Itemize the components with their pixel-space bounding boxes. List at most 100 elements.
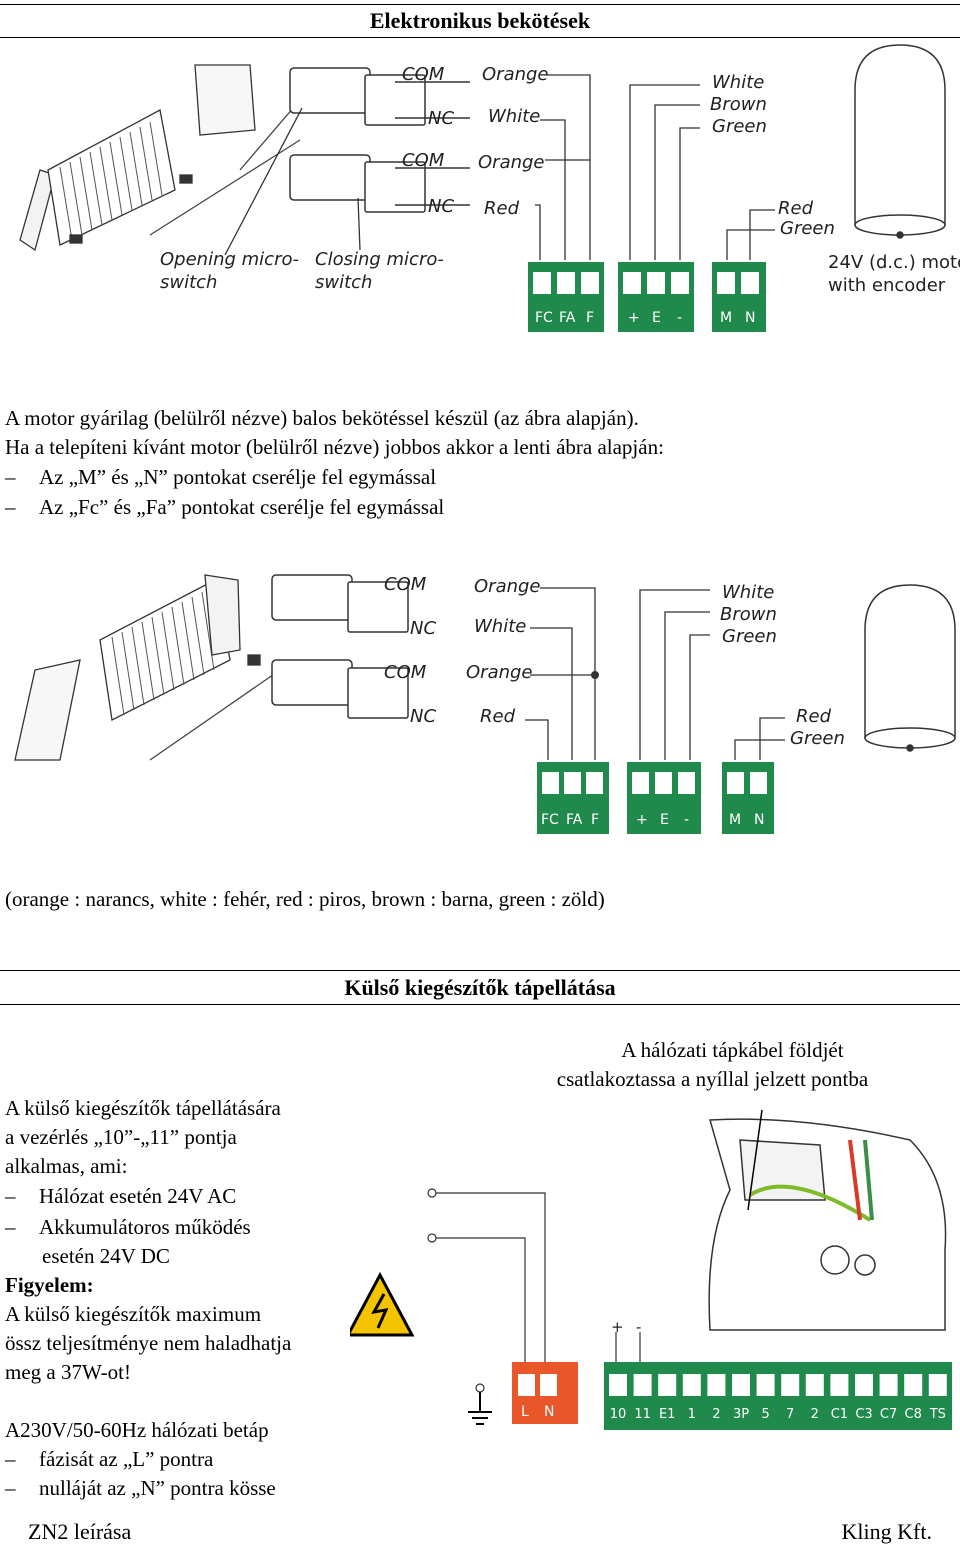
warning-title: Figyelem: [5, 1273, 94, 1297]
terminal-block-encoder [618, 262, 694, 332]
footer-left: ZN2 leírása [28, 1519, 132, 1544]
terminal-minus-2: - [684, 812, 689, 828]
terminal-slot [609, 1374, 627, 1396]
terminal-fc: FC [535, 310, 553, 326]
power-section-title: Külső kiegészítők tápellátása [344, 975, 616, 1000]
terminal-label: C3 [855, 1407, 872, 1422]
terminal-e-2: E [660, 812, 669, 828]
terminal-l: L [521, 1404, 529, 1420]
terminal-slot [707, 1374, 726, 1396]
terminal-label: TS [929, 1407, 946, 1422]
terminal-slot [658, 1374, 677, 1396]
nc-label-3: NC [410, 618, 436, 639]
terminal-block-fc-2 [537, 762, 609, 834]
terminal-slot [781, 1374, 800, 1396]
gate-illustration-mirrored [14, 574, 281, 761]
red-motor-wire: Red [778, 198, 814, 219]
terminal-block-encoder-2 [627, 762, 701, 834]
power-section-rule [0, 970, 960, 971]
power-text-1: A külső kiegészítők tápellátására [5, 1096, 281, 1120]
mains-bullet-n-text: nulláját az „N” pontra kösse [39, 1476, 276, 1500]
ground-note-2: csatlakoztassa a nyíllal jelzett pontba [556, 1067, 869, 1091]
terminal-label: 1 [688, 1407, 696, 1422]
green-motor-wire: Green [712, 116, 767, 137]
motor-illustration-2 [864, 584, 956, 752]
orange-wire-label: Orange [482, 64, 549, 85]
bullet-swap-fcfa-text: Az „Fc” és „Fa” pontokat cserélje fel eg… [39, 495, 445, 519]
terminal-slot [904, 1374, 923, 1396]
opening-microswitch [289, 67, 470, 126]
wiring-title-rule [0, 37, 960, 38]
terminal-plus: + [628, 310, 640, 326]
terminal-mains-n: N [544, 1404, 554, 1420]
nc-label: NC [428, 108, 454, 129]
green-motor-wire-2: Green [780, 218, 835, 239]
controller-housing [708, 1118, 947, 1331]
power-bullet-dc-cont: esetén 24V DC [42, 1244, 170, 1268]
top-rule [0, 4, 960, 5]
terminal-label: 2 [712, 1407, 720, 1422]
com-label-4: COM [384, 662, 427, 683]
terminal-m-2: M [729, 812, 741, 828]
wires [224, 74, 775, 260]
microswitch-lower [271, 659, 409, 719]
wiring-diagram-right: COM NC COM NC Orange White Orange Red Wh… [14, 574, 956, 834]
power-bullet-ac: –Hálózat esetén 24V AC [5, 1184, 237, 1208]
brown-motor-wire-2: Brown [720, 604, 777, 625]
terminal-n-2: N [754, 812, 764, 828]
terminal-label: 11 [634, 1407, 651, 1422]
com-label: COM [402, 64, 445, 85]
motor-label: 24V (d.c.) motor [828, 252, 960, 273]
closing-microswitch-label: Closing micro- [315, 249, 444, 270]
red-motor-wire-2: Red [796, 706, 832, 727]
terminal-slot [830, 1374, 849, 1396]
terminal-minus: - [677, 310, 682, 326]
nc-label-4: NC [410, 706, 436, 727]
bullet-swap-mn-text: Az „M” és „N” pontokat cserélje fel egym… [39, 465, 437, 489]
terminal-m: M [720, 310, 732, 326]
wiring-diagram-left: COM NC COM NC Orange White Orange Red Op… [19, 44, 960, 332]
nc-label-2: NC [428, 196, 454, 217]
power-bullet-dc: –Akkumulátoros működés [5, 1215, 251, 1239]
color-legend: (orange : narancs, white : fehér, red : … [5, 887, 605, 911]
closing-microswitch-label-2: switch [315, 272, 372, 293]
warning-text-2: össz teljesítménye nem haladhatja [5, 1331, 292, 1355]
terminal-label: E1 [659, 1407, 676, 1422]
footer-right: Kling Kft. [841, 1519, 932, 1544]
terminal-label: 5 [761, 1407, 769, 1422]
green-motor-wire-3: Green [722, 626, 777, 647]
warning-text-3: meg a 37W-ot! [5, 1360, 131, 1384]
high-voltage-warning-icon [350, 1271, 415, 1337]
ground-note-1: A hálózati tápkábel földjét [621, 1038, 844, 1062]
red-wire-label: Red [484, 198, 520, 219]
terminal-f: F [586, 310, 594, 326]
terminal-slot [805, 1374, 824, 1396]
microswitch-upper [271, 574, 409, 633]
terminal-n: N [745, 310, 755, 326]
terminal-block-motor [712, 262, 766, 332]
mains-text: A230V/50-60Hz hálózati betáp [5, 1418, 269, 1442]
com-label-2: COM [402, 150, 445, 171]
terminal-slot [682, 1374, 701, 1396]
ground-icon [468, 1390, 492, 1425]
terminal-slot [928, 1374, 947, 1396]
motor-label-2: with encoder [828, 275, 946, 296]
white-motor-wire: White [712, 72, 764, 93]
terminal-label: 3P [733, 1407, 749, 1422]
com-label-3: COM [384, 574, 427, 595]
body-line-2: Ha a telepíteni kívánt motor (belülről n… [5, 435, 664, 459]
power-title-rule [0, 1004, 960, 1005]
mains-terminal-block [512, 1362, 578, 1424]
terminal-slot [879, 1374, 898, 1396]
green-motor-wire-4: Green [790, 728, 845, 749]
terminal-fa: FA [559, 310, 576, 326]
terminal-label: C8 [905, 1407, 922, 1422]
terminal-slot [756, 1374, 775, 1396]
terminal-slot [855, 1374, 873, 1396]
power-text-3: alkalmas, ami: [5, 1154, 128, 1178]
terminal-slot [633, 1374, 652, 1396]
white-motor-wire-2: White [722, 582, 774, 603]
bullet-swap-fcfa: –Az „Fc” és „Fa” pontokat cserélje fel e… [5, 495, 445, 519]
